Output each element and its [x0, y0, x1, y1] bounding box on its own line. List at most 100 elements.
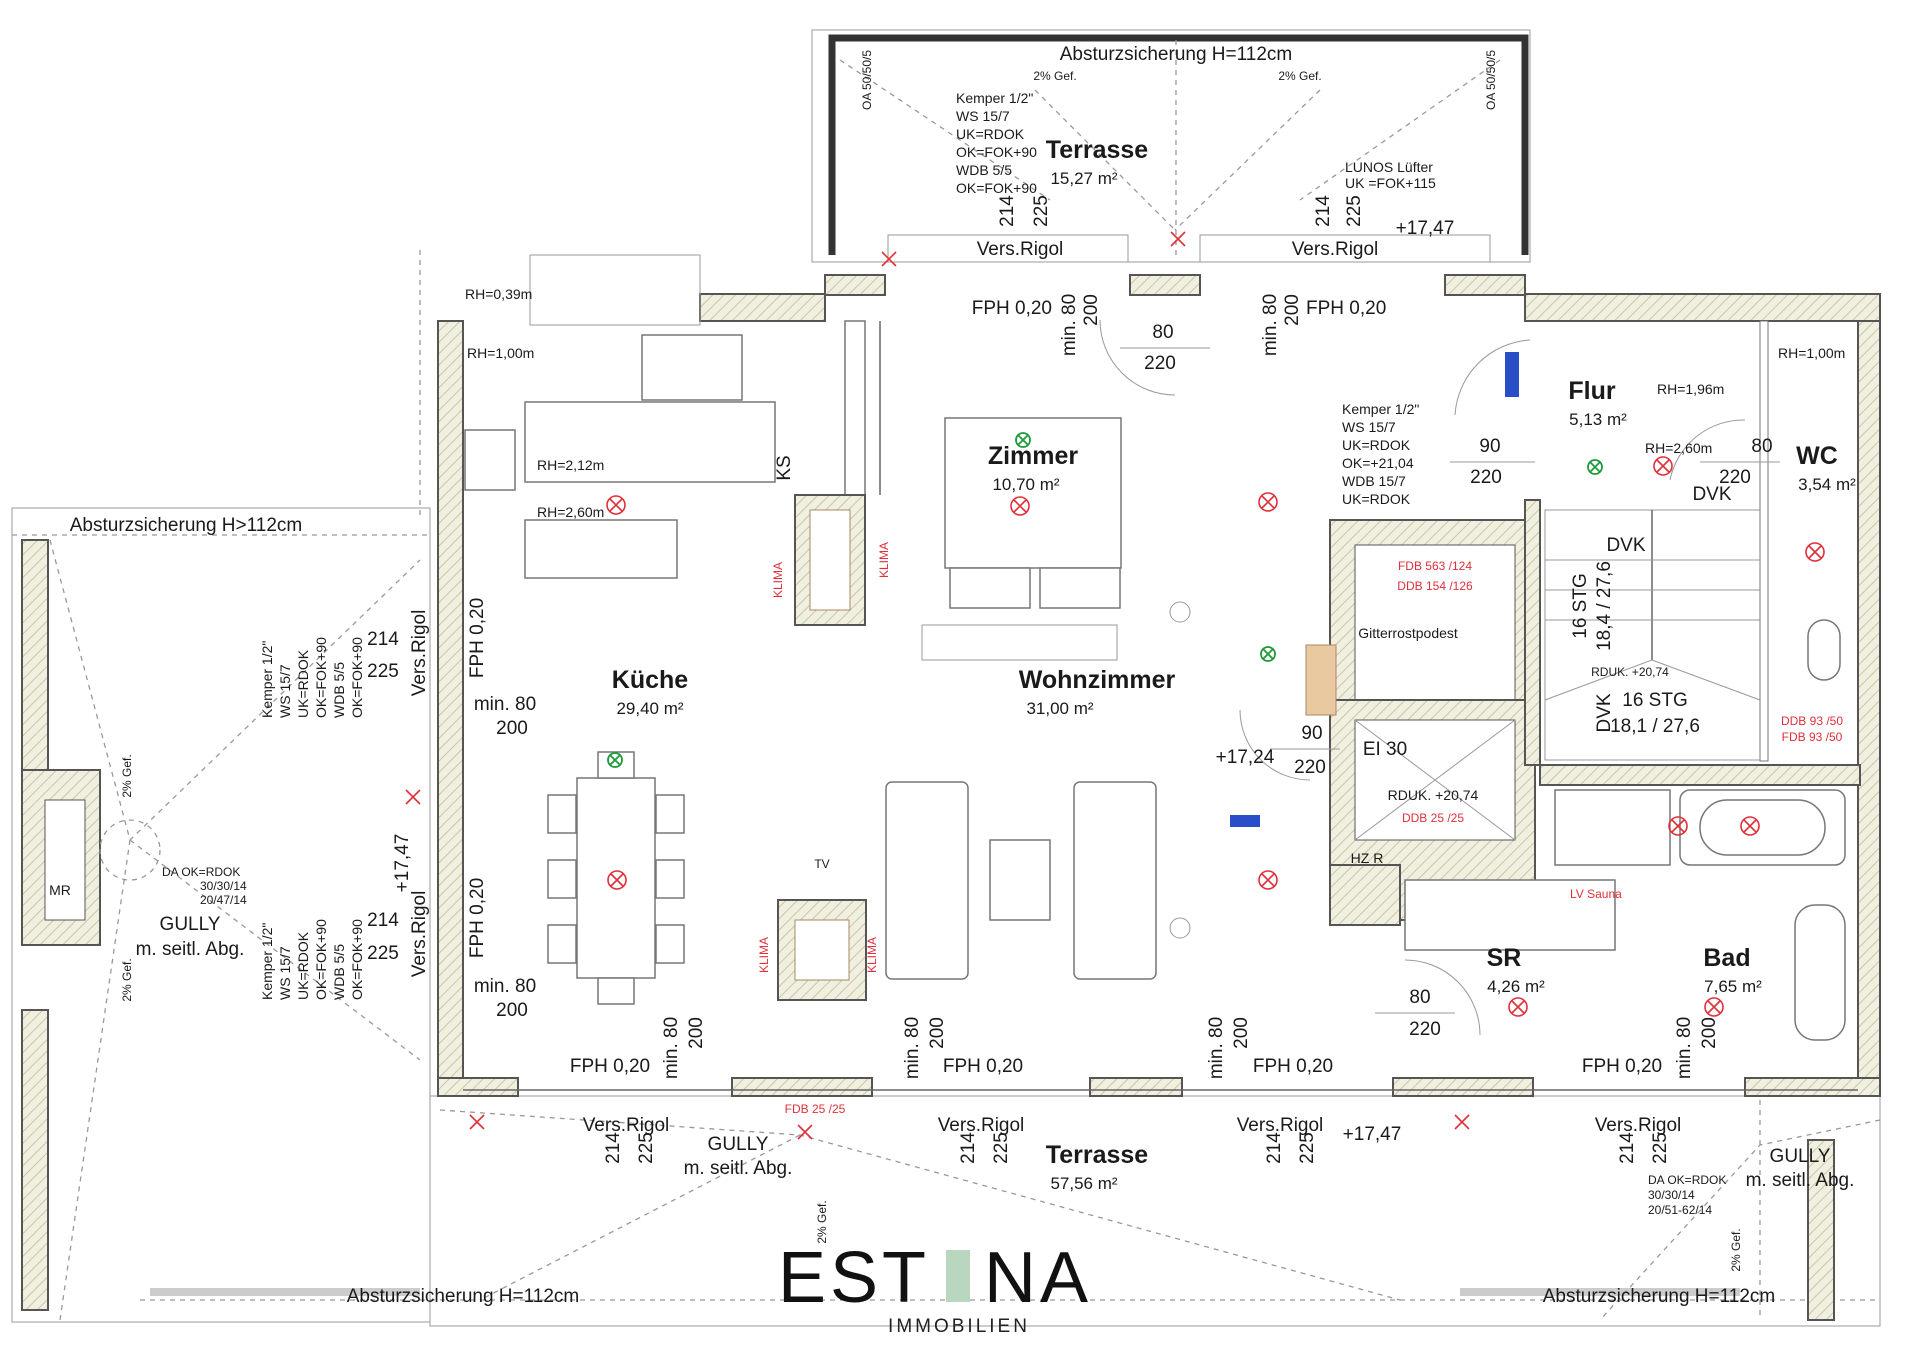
height-label: 200 — [1699, 1017, 1720, 1049]
gully-da: 30/30/14 — [200, 879, 247, 893]
gully-da: 20/51-62/14 — [1648, 1203, 1712, 1217]
stair-dim: 18,1 / 27,6 — [1610, 716, 1700, 737]
height-label: 214 — [1617, 1132, 1638, 1164]
height-label: 225 — [1297, 1132, 1318, 1164]
dvk-label: DVK — [1606, 535, 1645, 556]
height-note: RH=1,96m — [1657, 381, 1724, 397]
left-terrace — [11, 507, 431, 1323]
window-dimensions: Vers.Rigol Vers.Rigol 214 225 214 225 FP… — [367, 195, 1720, 1164]
estina-logo: EST NA IMMOBILIEN — [778, 1238, 1088, 1337]
smoke-detector-icon — [1260, 646, 1276, 662]
opening-label: OA 50/50/5 — [860, 50, 874, 110]
room-name: Küche — [612, 666, 689, 694]
duct-label: DDB 25 /25 — [1402, 811, 1464, 825]
slope-label: 2% Gef. — [1278, 69, 1321, 83]
height-label: 200 — [686, 1017, 707, 1049]
height-label: 200 — [1231, 1017, 1252, 1049]
railing-label: Absturzsicherung H>112cm — [70, 515, 303, 536]
railing-label: Absturzsicherung H=112cm — [1543, 1286, 1776, 1307]
note-line: UK=RDOK — [1342, 491, 1411, 507]
smoke-detector-icon — [607, 752, 623, 768]
height-label: 225 — [1650, 1132, 1671, 1164]
dvk-label: DVK — [1692, 484, 1731, 505]
note-line: OK=+21,04 — [1342, 455, 1414, 471]
height-label: 225 — [1344, 195, 1365, 227]
note-line: WDB 15/7 — [1342, 473, 1406, 489]
note-line: WDB 5/5 — [956, 162, 1012, 178]
height-label: 214 — [367, 910, 399, 931]
light-fixtures — [405, 231, 1825, 1140]
fph-label: FPH 0,20 — [1582, 1056, 1662, 1077]
door-width: 80 — [1751, 436, 1772, 457]
height-note: RH=1,00m — [1778, 345, 1845, 361]
logo-green-bar — [946, 1250, 970, 1302]
railing-label: Absturzsicherung H=112cm — [347, 1286, 580, 1307]
fph-label: FPH 0,20 — [467, 598, 488, 678]
room-name: WC — [1796, 442, 1838, 470]
sauna-label: LV Sauna — [1570, 887, 1622, 901]
door-height: 220 — [1719, 467, 1751, 488]
ceiling-light-icon — [1805, 542, 1825, 562]
level-label: +17,47 — [1343, 1124, 1402, 1145]
height-label: 225 — [1031, 195, 1052, 227]
terrace-annotations: Absturzsicherung H=112cm Absturzsicherun… — [70, 44, 1855, 1307]
note-line: UK =FOK+115 — [1345, 175, 1436, 191]
height-label: 214 — [367, 629, 399, 650]
note-line: OK=FOK+90 — [313, 919, 329, 1000]
room-name: SR — [1487, 944, 1522, 972]
dvk-label: DVK — [1594, 693, 1615, 732]
ceiling-light-icon — [1010, 496, 1030, 516]
gitter-label: Gitterrostpodest — [1358, 625, 1458, 641]
note-line: OK=FOK+90 — [349, 637, 365, 718]
door-height: 220 — [1470, 467, 1502, 488]
height-note: RH=2,60m — [537, 504, 604, 520]
duct-label: DDB 154 /126 — [1397, 579, 1473, 593]
room-name: Wohnzimmer — [1019, 666, 1176, 694]
stair-label: 16 STG — [1570, 573, 1591, 638]
gully-label: GULLY — [708, 1134, 769, 1155]
note-line: OK=FOK+90 — [956, 180, 1037, 196]
height-label: 214 — [1264, 1132, 1285, 1164]
note-line: Kemper 1/2" — [259, 923, 275, 1000]
door-width: 90 — [1301, 723, 1322, 744]
gully-da: 30/30/14 — [1648, 1188, 1695, 1202]
outdoor-light-icons — [405, 231, 1470, 1140]
gully-sub: m. seitl. Abg. — [136, 939, 245, 960]
min-width-label: min. 80 — [474, 694, 536, 715]
room-name: Zimmer — [988, 442, 1079, 470]
stair-dim: 18,4 / 27,6 — [1594, 561, 1615, 651]
smoke-detector-icon — [1587, 459, 1603, 475]
climate-label: KLIMA — [771, 562, 785, 598]
duct-label: DDB 93 /50 — [1781, 714, 1843, 728]
ceiling-light-icon — [1258, 492, 1278, 512]
rigol-label: Vers.Rigol — [1292, 239, 1379, 260]
level-label: +17,24 — [1216, 747, 1275, 768]
note-line: WS 15/7 — [277, 946, 293, 1000]
height-note: RH=2,12m — [537, 457, 604, 473]
min-width-label: min. 80 — [1260, 294, 1281, 356]
fph-label: FPH 0,20 — [943, 1056, 1023, 1077]
rigol-label: Vers.Rigol — [977, 239, 1064, 260]
rduk-label: RDUK. +20,74 — [1388, 787, 1479, 803]
height-label: 225 — [367, 943, 399, 964]
note-line: WS 15/7 — [277, 664, 293, 718]
ceiling-light-icon — [1740, 816, 1760, 836]
logo-subtitle: IMMOBILIEN — [888, 1316, 1030, 1337]
top-terrace — [811, 29, 1531, 263]
gully-sub: m. seitl. Abg. — [1746, 1170, 1855, 1191]
rigol-label: Vers.Rigol — [938, 1115, 1025, 1136]
min-width-label: min. 80 — [1206, 1017, 1227, 1079]
height-label: 200 — [496, 1000, 528, 1021]
door-width: 80 — [1152, 322, 1173, 343]
door-width: 80 — [1409, 987, 1430, 1008]
min-width-label: min. 80 — [902, 1017, 923, 1079]
gully-label: GULLY — [160, 914, 221, 935]
note-line: UK=RDOK — [956, 126, 1025, 142]
slope-label: 2% Gef. — [120, 754, 134, 797]
mr-label: MR — [49, 882, 71, 898]
height-label: 225 — [367, 661, 399, 682]
duct-label: FDB 25 /25 — [785, 1102, 846, 1116]
room-labels: Terrasse 15,27 m² Zimmer 10,70 m² Küche … — [612, 136, 1856, 1193]
height-label: 214 — [1313, 195, 1334, 227]
